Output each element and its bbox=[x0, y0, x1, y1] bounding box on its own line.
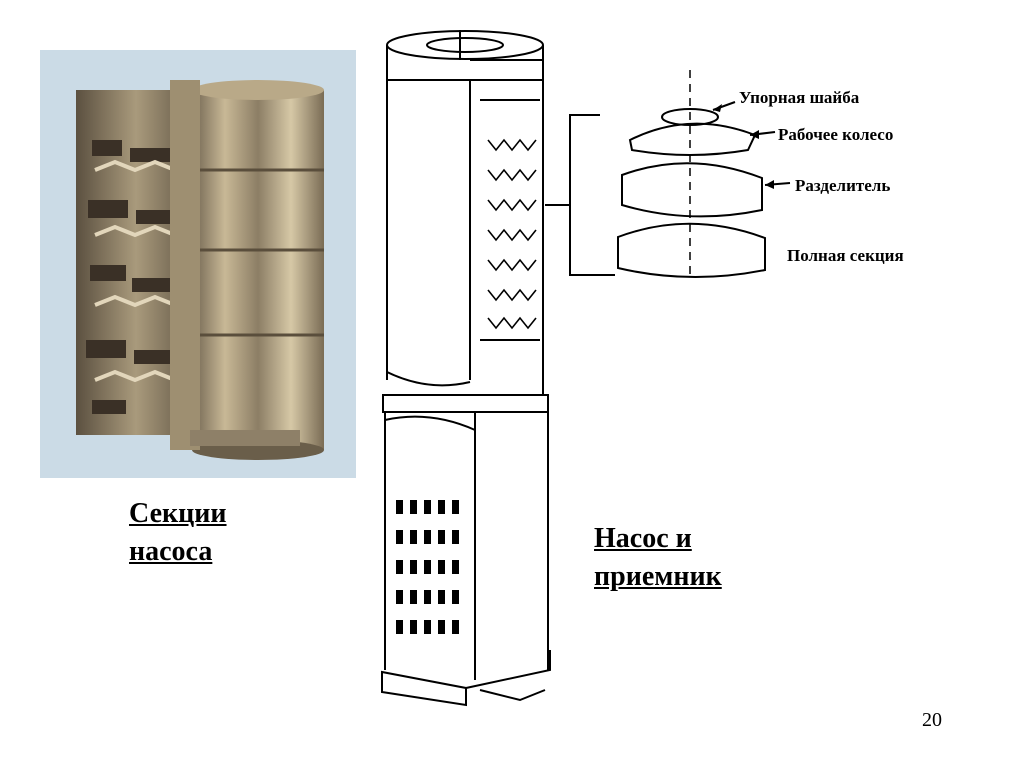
full-section-part bbox=[617, 222, 766, 279]
label-full-section: Полная секция bbox=[787, 246, 904, 265]
diffuser-part bbox=[621, 162, 763, 218]
thrust-washer-part bbox=[661, 108, 719, 126]
top-cap bbox=[386, 30, 544, 60]
page-number: 20 bbox=[922, 709, 942, 731]
bottom-flange bbox=[381, 670, 467, 707]
intake-screen bbox=[384, 411, 549, 680]
leader-bracket bbox=[545, 114, 615, 276]
caption-line: приемник bbox=[594, 561, 722, 592]
caption-line: Насос и bbox=[594, 523, 692, 554]
label-diffuser: Разделитель bbox=[795, 176, 891, 195]
label-impeller: Рабочее колесо bbox=[778, 125, 894, 144]
pump-sections-photo bbox=[40, 50, 356, 478]
caption-line: Секции bbox=[129, 498, 227, 529]
pump-sections-caption: Секции насоса bbox=[129, 495, 227, 571]
pump-housing bbox=[386, 80, 471, 380]
label-thrust-washer: Упорная шайба bbox=[739, 88, 860, 107]
impeller-part bbox=[628, 122, 757, 156]
caption-line: насоса bbox=[129, 536, 213, 567]
mid-flange bbox=[382, 394, 549, 413]
pump-intake-caption: Насос и приемник bbox=[594, 520, 722, 596]
